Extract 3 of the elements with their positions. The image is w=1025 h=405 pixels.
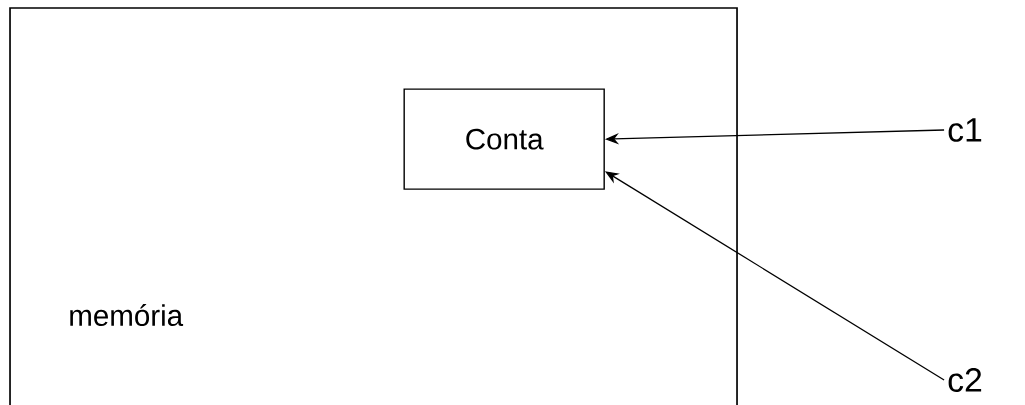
variable-label: c2 bbox=[948, 368, 982, 392]
object-box: Conta bbox=[403, 88, 605, 190]
variable-label: c1 bbox=[948, 118, 982, 142]
